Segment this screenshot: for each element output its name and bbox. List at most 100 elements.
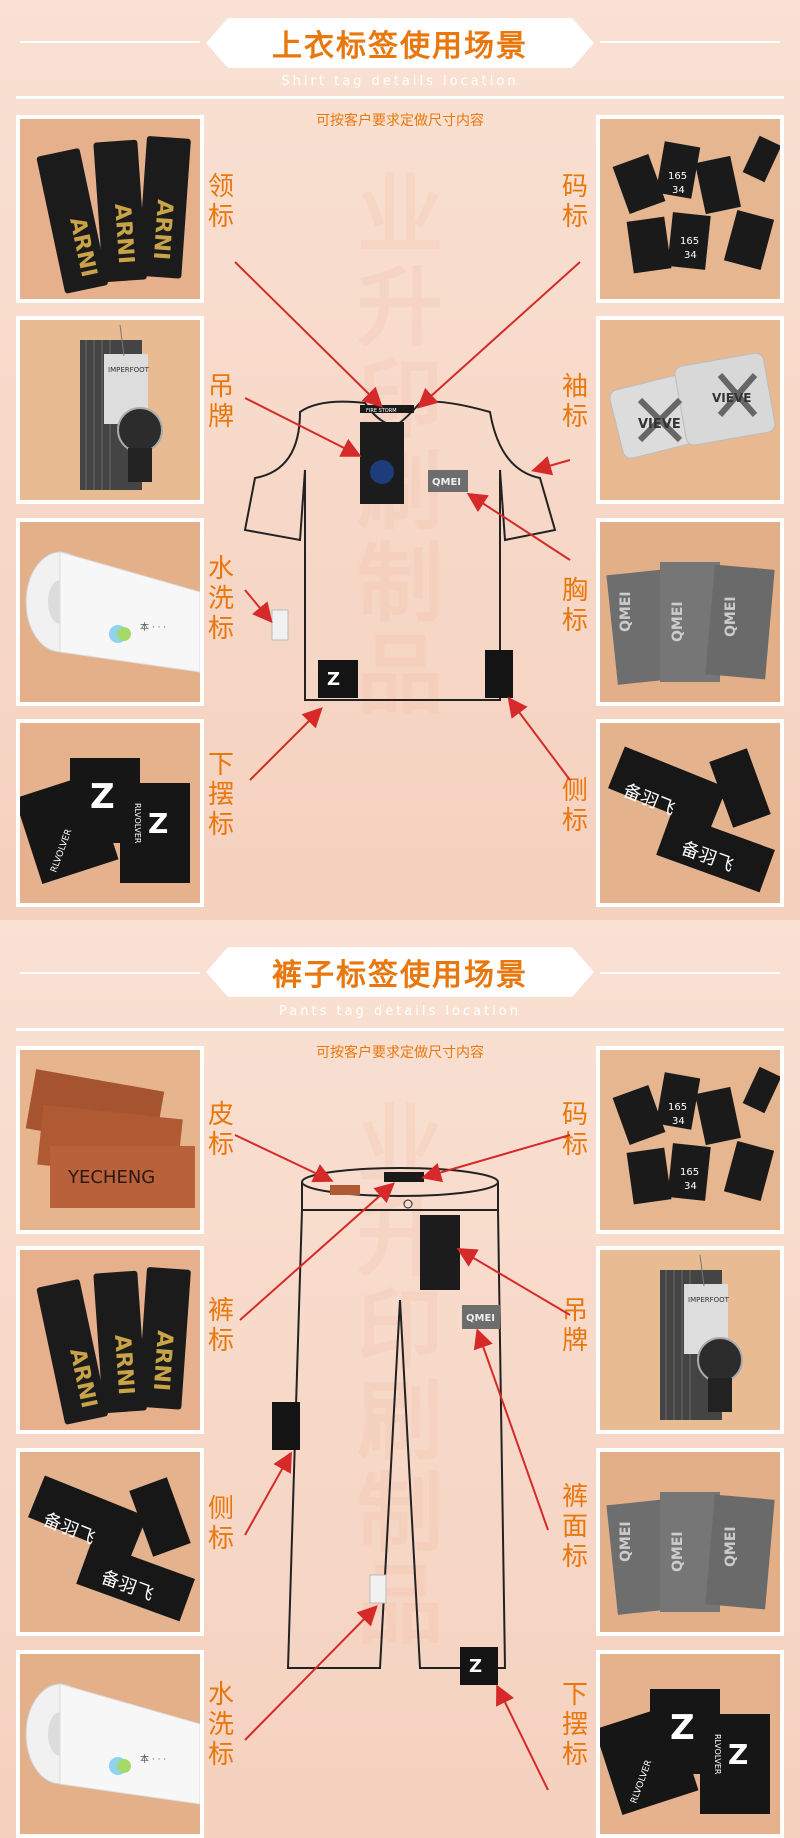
svg-text:ARNI: ARNI xyxy=(109,203,138,265)
pants-section-subtitle: Pants tag details location xyxy=(279,1004,521,1019)
side-label-image: 备羽飞 备羽飞 xyxy=(608,746,775,893)
label-side: 侧标 xyxy=(207,1494,234,1554)
header-line-left xyxy=(20,41,200,43)
hem-label-image: Z Z RLVOLVER RLVOLVER xyxy=(600,1689,770,1816)
label-leather: 皮标 xyxy=(207,1100,234,1160)
shirt-collar-label xyxy=(360,405,414,413)
arrow-side xyxy=(507,696,571,781)
arrow-wash xyxy=(244,1605,378,1741)
sleeve-label-image: VIEVE VIEVE xyxy=(609,352,776,459)
shirt-hem-label xyxy=(318,660,358,698)
svg-text:34: 34 xyxy=(672,185,685,196)
label-wash: 水洗标 xyxy=(207,1680,234,1770)
svg-text:165: 165 xyxy=(668,171,687,182)
photo-size-label: 165 34 165 34 xyxy=(596,1046,784,1234)
chest-label-image: QMEI QMEI QMEI xyxy=(606,562,775,685)
photo-sleeve-label: VIEVE VIEVE xyxy=(596,316,784,504)
arrow-hangtag xyxy=(244,397,362,457)
svg-text:RLVOLVER: RLVOLVER xyxy=(713,1734,722,1775)
svg-text:YECHENG: YECHENG xyxy=(67,1167,155,1188)
svg-text:165: 165 xyxy=(668,1102,687,1113)
arrow-leather xyxy=(234,1134,334,1183)
pants-wash-label xyxy=(369,1574,387,1604)
label-front: 裤面标 xyxy=(561,1482,588,1572)
shirt-custom-note: 可按客户要求定做尺寸内容 xyxy=(316,113,484,129)
arrow-size xyxy=(417,261,581,409)
svg-text:Z: Z xyxy=(327,669,340,690)
photo-front-label: QMEI QMEI QMEI xyxy=(596,1448,784,1636)
svg-text:RLVOLVER: RLVOLVER xyxy=(133,803,142,844)
label-side: 侧标 xyxy=(561,776,588,836)
size-label-image: 165 34 165 34 xyxy=(612,135,780,274)
header-line-right xyxy=(600,972,780,974)
arrow-hangtag xyxy=(456,1247,571,1316)
svg-text:ARNI: ARNI xyxy=(148,1330,177,1392)
divider xyxy=(16,1028,784,1031)
header-line-left xyxy=(20,972,200,974)
svg-text:VIEVE: VIEVE xyxy=(638,417,681,432)
waist-label-image: ARNI ARNI ARNI xyxy=(36,1267,191,1425)
svg-text:QMEI: QMEI xyxy=(670,1531,686,1572)
divider xyxy=(16,96,784,99)
photo-hem-label: Z Z RLVOLVER RLVOLVER xyxy=(16,719,204,907)
svg-text:ARNI: ARNI xyxy=(109,1334,138,1396)
svg-text:165: 165 xyxy=(680,236,699,247)
pants-diagram: QMEI Z xyxy=(234,1134,571,1791)
label-sleeve: 袖标 xyxy=(561,372,588,432)
svg-text:ARNI: ARNI xyxy=(148,199,177,261)
svg-text:本 · · ·: 本 · · · xyxy=(140,621,166,633)
pants-title-banner: 裤子标签使用场景 xyxy=(206,947,594,997)
svg-text:FIRE STORM: FIRE STORM xyxy=(366,408,397,414)
svg-text:165: 165 xyxy=(680,1167,699,1178)
size-label-image: 165 34 165 34 xyxy=(612,1066,780,1205)
pants-hangtag xyxy=(420,1215,460,1290)
side-label-image: 备羽飞 备羽飞 xyxy=(28,1475,195,1622)
label-hem: 下摆标 xyxy=(561,1680,588,1770)
collar-label-image: ARNI ARNI ARNI xyxy=(36,136,191,294)
photo-hem-label: Z Z RLVOLVER RLVOLVER xyxy=(596,1650,784,1838)
header-line-right xyxy=(600,41,780,43)
wash-label-image: 本 · · · xyxy=(25,1683,200,1805)
label-wash: 水洗标 xyxy=(207,554,234,644)
svg-text:34: 34 xyxy=(672,1116,685,1127)
pants-front-label xyxy=(462,1305,500,1329)
svg-text:本 · · ·: 本 · · · xyxy=(140,1753,166,1765)
pants-side-label xyxy=(272,1402,300,1450)
svg-text:Z: Z xyxy=(728,1738,748,1771)
svg-text:Z: Z xyxy=(90,777,115,817)
arrow-collar xyxy=(234,261,383,408)
svg-text:QMEI: QMEI xyxy=(670,601,686,642)
svg-text:Z: Z xyxy=(670,1708,695,1748)
label-hangtag: 吊牌 xyxy=(207,372,234,432)
arrow-side xyxy=(244,1451,292,1536)
pants-hem-label xyxy=(460,1647,498,1685)
svg-text:QMEI: QMEI xyxy=(723,1526,739,1567)
label-waist: 裤标 xyxy=(207,1296,234,1356)
shirt-section-subtitle: Shirt tag details location xyxy=(281,74,519,89)
photo-side-label: 备羽飞 备羽飞 xyxy=(596,719,784,907)
hem-label-image: Z Z RLVOLVER RLVOLVER xyxy=(20,758,190,885)
shirt-title-banner: 上衣标签使用场景 xyxy=(206,18,594,68)
arrow-hem xyxy=(249,707,323,781)
label-hem: 下摆标 xyxy=(207,750,234,840)
label-size: 码标 xyxy=(561,172,588,232)
leather-label-image: YECHENG xyxy=(25,1069,195,1208)
pants-section-title: 裤子标签使用场景 xyxy=(272,958,528,993)
svg-text:QMEI: QMEI xyxy=(618,591,634,632)
photo-wash-label: 本 · · · xyxy=(16,1650,204,1838)
wash-label-image: 本 · · · xyxy=(25,551,200,673)
shirt-wash-label xyxy=(271,609,289,641)
front-label-image: QMEI QMEI QMEI xyxy=(606,1492,775,1615)
photo-waist-label: ARNI ARNI ARNI xyxy=(16,1246,204,1434)
label-collar: 领标 xyxy=(207,172,234,232)
svg-text:34: 34 xyxy=(684,250,697,261)
pants-leather-label xyxy=(330,1185,360,1195)
shirt-diagram: FIRE STORM QMEI Z xyxy=(234,261,581,781)
photo-collar-label: ARNI ARNI ARNI xyxy=(16,115,204,303)
svg-text:QMEI: QMEI xyxy=(618,1521,634,1562)
pants-custom-note: 可按客户要求定做尺寸内容 xyxy=(316,1045,484,1061)
photo-leather-label: YECHENG xyxy=(16,1046,204,1234)
shirt-side-label xyxy=(485,650,513,698)
svg-text:IMPERFOOT: IMPERFOOT xyxy=(108,366,150,374)
svg-text:QMEI: QMEI xyxy=(466,1313,495,1324)
